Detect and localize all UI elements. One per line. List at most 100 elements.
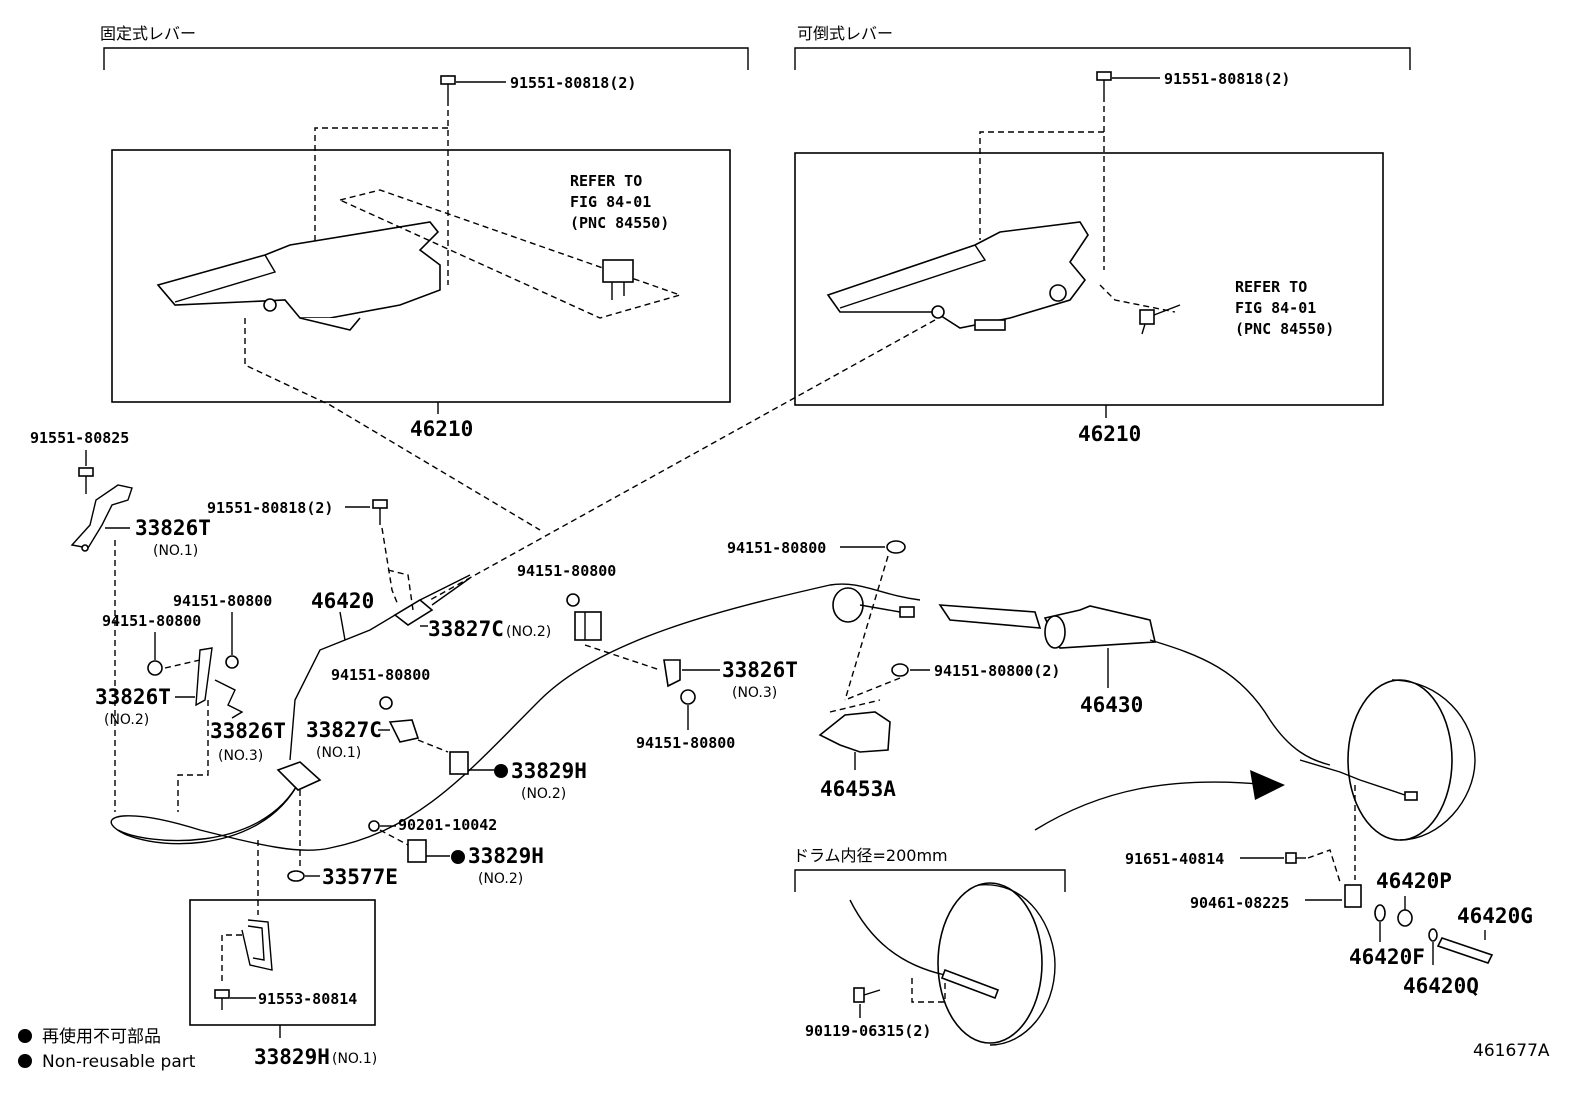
tilt-lever-bracket (794, 47, 1411, 70)
dash-in-box (221, 934, 242, 985)
cable-drum-mid (849, 899, 946, 976)
arrow-curve (1034, 781, 1271, 831)
fixed-lever-heading: 固定式レバー (100, 24, 196, 43)
part-91551-80818-left: 91551-80818(2) (510, 74, 636, 92)
dash-nut-a (164, 659, 201, 669)
dash-nut-e (844, 677, 901, 701)
part-33829H-b-sub: (NO.2) (478, 871, 523, 887)
refer-to-left-3: (PNC 84550) (570, 214, 669, 232)
figure-id: 461677A (1473, 1041, 1550, 1061)
dash-91651 (1307, 849, 1341, 883)
part-94151-80800-d: 94151-80800 (636, 734, 735, 752)
refer-to-right-3: (PNC 84550) (1235, 320, 1334, 338)
part-46453A: 46453A (820, 777, 896, 801)
fixed-lever-bracket (103, 47, 749, 70)
part-91551-80818-mid: 91551-80818(2) (207, 499, 333, 517)
dash-equalizer (829, 555, 889, 713)
part-94151-80800-a: 94151-80800 (173, 592, 272, 610)
clip-33827C-no2-icon (574, 611, 602, 641)
part-90201-10042: 90201-10042 (398, 816, 497, 834)
part-33827C-no2: 33827C (428, 617, 504, 641)
clip-90461-icon (1344, 884, 1362, 908)
nut-f-icon (379, 696, 393, 710)
bolt-91651-icon (1285, 852, 1306, 864)
dash-bolt-mid (381, 527, 414, 611)
part-33829H-no1-sub: (NO.1) (332, 1051, 377, 1067)
clip-33829H-b-icon (407, 839, 427, 863)
part-33826T-no2: 33826T (95, 685, 171, 709)
part-33826T-no2-sub: (NO.2) (104, 712, 149, 728)
legend-jp: 再使用不可部品 (42, 1026, 161, 1047)
part-46420P: 46420P (1376, 869, 1452, 893)
nut-d-icon (680, 689, 696, 705)
part-33826T-no1: 33826T (135, 516, 211, 540)
nut-a-icon (147, 660, 163, 676)
cable-spring-mid-icon (940, 968, 1000, 1000)
part-90461-08225: 90461-08225 (1190, 894, 1289, 912)
non-reusable-dot-icon (494, 764, 508, 778)
part-94151-80800-f: 94151-80800 (331, 666, 430, 684)
part-46210-right: 46210 (1078, 422, 1141, 446)
bracket-33826T-no2-icon (195, 647, 244, 719)
bolt-mid-icon (372, 499, 388, 525)
fixed-lever-handle-icon (156, 221, 441, 331)
cable-loop (117, 779, 301, 842)
switch-right-icon (1139, 304, 1181, 335)
part-91551-80825: 91551-80825 (30, 429, 129, 447)
non-reusable-dot-icon (451, 850, 465, 864)
part-94151-80800-b: 94151-80800 (102, 612, 201, 630)
washer-46420Q-icon (1428, 928, 1438, 942)
nut-e-icon (891, 663, 909, 677)
equalizer-icon (832, 587, 915, 623)
part-33826T-no3-left-sub: (NO.3) (218, 748, 263, 764)
part-46210-left: 46210 (410, 417, 473, 441)
part-46420G: 46420G (1457, 904, 1533, 928)
part-94151-80800-top: 94151-80800 (727, 539, 826, 557)
part-33826T-no1-sub: (NO.1) (153, 543, 198, 559)
part-33827C-no2-sub: (NO.2) (506, 624, 551, 640)
brake-drum-right-icon (1347, 679, 1476, 841)
dash-washer (379, 829, 409, 846)
bracket-46453A-icon (818, 711, 891, 753)
switch-dash-right (1099, 284, 1176, 313)
fixed-lever-dash (314, 100, 449, 285)
nut-c-icon (566, 593, 580, 607)
tilt-lever-handle-icon (826, 221, 1089, 331)
dash-drum (911, 978, 946, 1003)
spring-46420G-icon (1436, 937, 1494, 964)
part-33827C-no1: 33827C (306, 718, 382, 742)
washer-icon (368, 820, 380, 832)
refer-to-left-1: REFER TO (570, 172, 642, 190)
lever-to-cable-dash-left (244, 318, 541, 531)
leader-line (339, 611, 346, 641)
tilt-lever-box (794, 152, 1384, 406)
legend-en: Non-reusable part (42, 1052, 196, 1072)
part-33826T-no3-mid: 33826T (722, 658, 798, 682)
clip-33829H-no1-box (189, 899, 376, 1026)
part-94151-80800-2: 94151-80800(2) (934, 662, 1060, 680)
part-46420F-icon (1374, 904, 1386, 922)
bolt-91553-80814-icon (214, 989, 230, 1010)
nut-top-icon (886, 540, 906, 554)
bolt-91551-80825-icon (78, 467, 94, 494)
refer-to-right-1: REFER TO (1235, 278, 1307, 296)
part-33829H-a-sub: (NO.2) (521, 786, 566, 802)
arrow-head-icon (1250, 770, 1285, 800)
switch-icon (602, 259, 634, 300)
refer-to-right-2: FIG 84-01 (1235, 299, 1316, 317)
part-33827C-no1-sub: (NO.1) (316, 745, 361, 761)
brake-drum-mid-icon (937, 882, 1056, 1046)
dash-clip (584, 644, 661, 671)
part-33829H-a: 33829H (511, 759, 587, 783)
clip-33827C-no1-icon (388, 719, 420, 743)
tilt-lever-bolt-icon (1096, 71, 1112, 96)
cable-clip-icon (276, 761, 322, 791)
legend-dot-icon (18, 1054, 32, 1068)
part-91551-80818-right: 91551-80818(2) (1164, 70, 1290, 88)
cable-right (1149, 639, 1331, 766)
part-33577E: 33577E (322, 865, 398, 889)
grommet-icon (287, 870, 305, 882)
part-33829H-b: 33829H (468, 844, 544, 868)
drum-bracket (794, 869, 1066, 892)
